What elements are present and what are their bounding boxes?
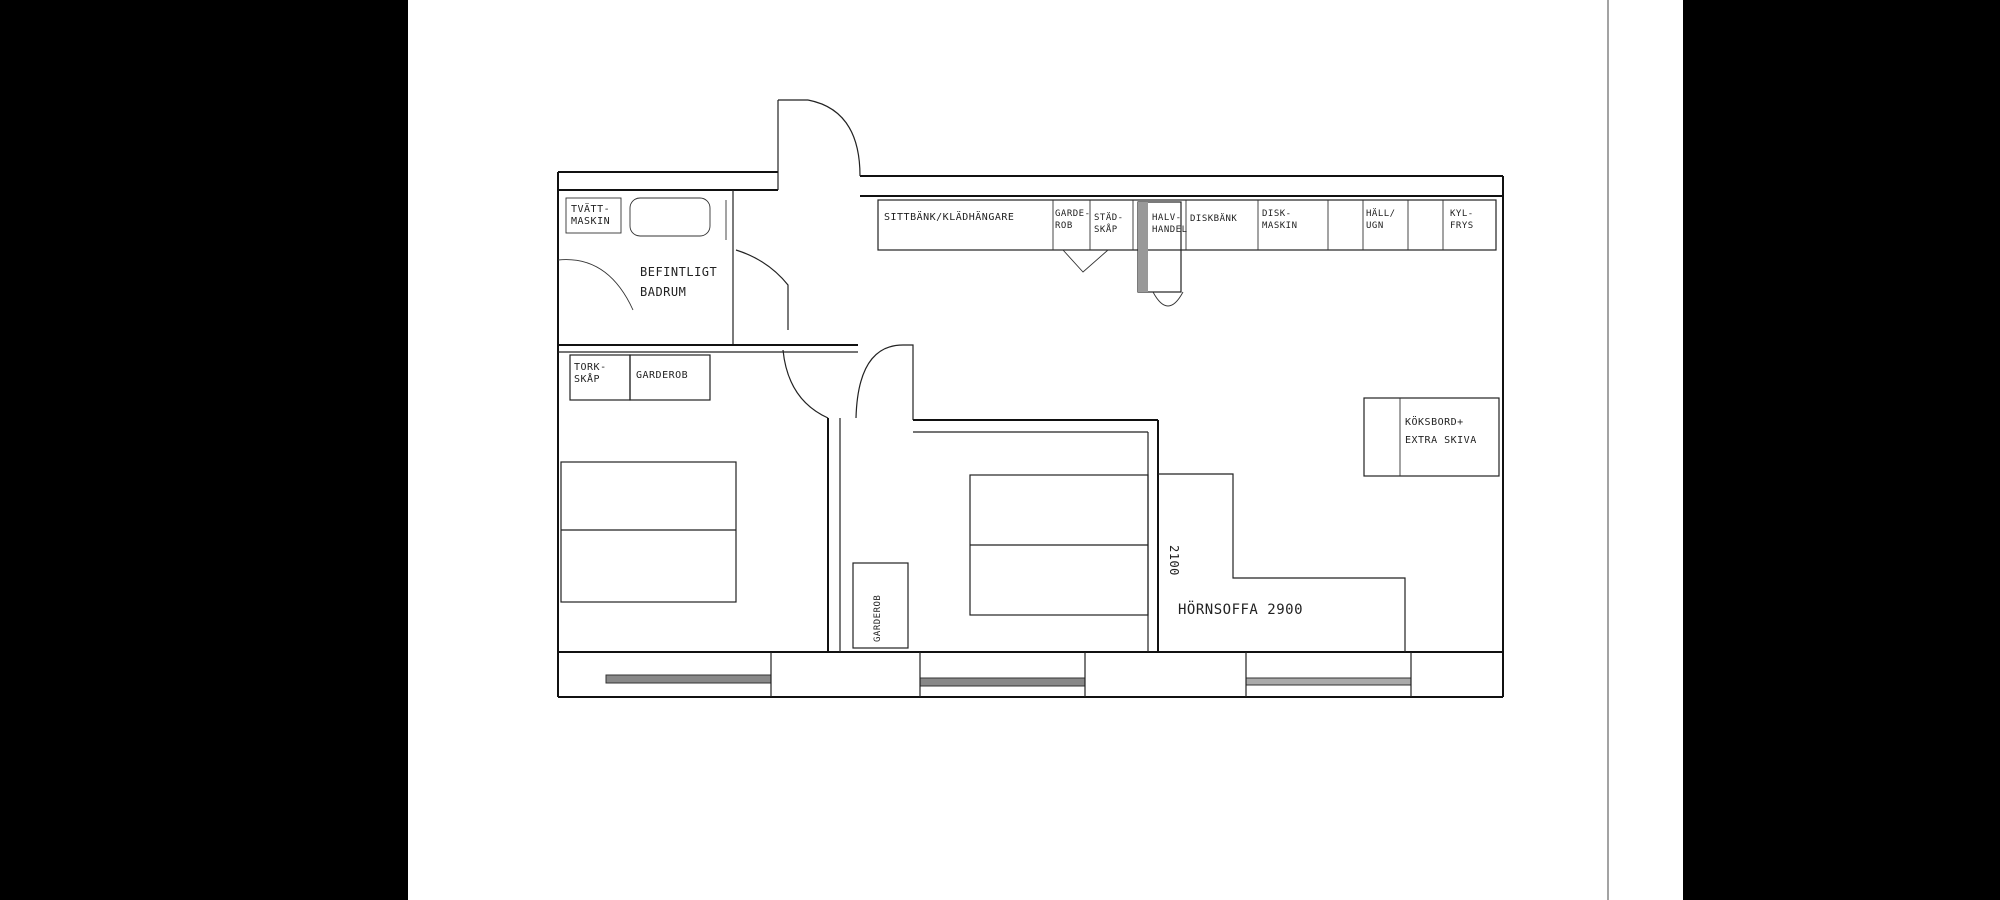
- label-stadskap: STÄD- SKÅP: [1094, 213, 1124, 235]
- floor-plan-drawing: [557, 0, 1609, 900]
- label-garderob-hall: GARDEROB: [636, 370, 689, 381]
- label-koksbord: KÖKSBORD+ EXTRA SKIVA: [1405, 417, 1477, 446]
- label-torkskap: TORK- SKÅP: [574, 362, 607, 385]
- label-hornsoffa: HÖRNSOFFA 2900: [1178, 602, 1304, 618]
- outer-walls: [557, 171, 1504, 698]
- bathroom-walls: [557, 190, 858, 353]
- label-diskbank: DISKBÄNK: [1190, 214, 1238, 224]
- label-dimension-2100: 2100: [1167, 545, 1181, 576]
- kitchen-counter: [877, 199, 1497, 307]
- corner-sofa: [1158, 473, 1406, 652]
- label-diskmaskin: DISK- MASKIN: [1262, 209, 1298, 231]
- label-garderob-small: GARDE- ROB: [1055, 209, 1091, 231]
- label-hall-ugn: HÄLL/ UGN: [1366, 209, 1396, 231]
- label-garderob-bedroom: GARDEROB: [873, 594, 883, 642]
- label-tvattmaskin: TVÄTT- MASKIN: [571, 204, 611, 227]
- hall-closets: [569, 354, 711, 401]
- label-sittbank: SITTBÄNK/KLÄDHÄNGARE: [884, 212, 1015, 223]
- windows: [605, 652, 1412, 697]
- entrance-door: [777, 99, 861, 190]
- beds: [560, 461, 1149, 649]
- hall-door-swing: [782, 349, 829, 419]
- floor-plan-sheet: TVÄTT- MASKIN BEFINTLIGT BADRUM TORK- SK…: [408, 0, 1683, 900]
- label-halvhandel: HALV- HANDEL: [1152, 213, 1188, 235]
- label-befintligt-badrum: BEFINTLIGT BADRUM: [640, 265, 718, 299]
- kitchen-table: [1363, 397, 1500, 477]
- label-kyl-frys: KYL- FRYS: [1450, 209, 1474, 231]
